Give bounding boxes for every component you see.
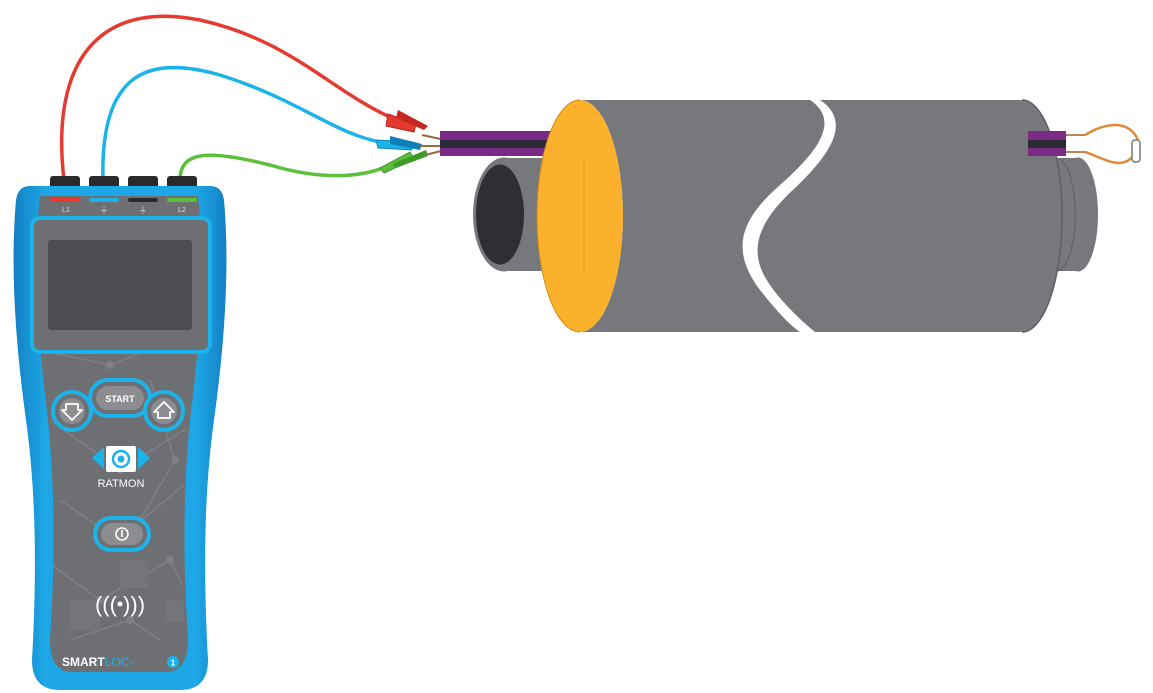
lead-clips: [375, 110, 446, 174]
pre-insulated-pipe: [440, 99, 1141, 333]
port-l1-label: L1: [62, 207, 70, 214]
model-light: LOC: [105, 655, 130, 669]
model-name: SMARTLOC- 1: [62, 655, 179, 669]
port-labels: L1 L2 ⏚ ⏚: [50, 198, 197, 215]
port-2-symbol: ⏚: [100, 206, 108, 215]
up-arrow-icon: [153, 401, 175, 419]
brand-name: RATMON: [98, 478, 145, 490]
steel-pipe-opening: [476, 164, 524, 265]
port-3-symbol: ⏚: [139, 206, 147, 215]
ratmon-logo: RATMON: [92, 446, 150, 490]
sensor-wire-top-left: [440, 131, 600, 140]
port-3-marker: [128, 198, 158, 202]
port-l2-marker: [167, 198, 197, 202]
svg-text:SMARTLOC-: SMARTLOC-: [62, 655, 133, 669]
green-clip-tip: [392, 150, 428, 168]
model-bold: SMART: [62, 655, 105, 669]
power-button[interactable]: [93, 516, 151, 552]
outer-casing-left: [580, 100, 825, 332]
button-cluster: START: [51, 378, 185, 432]
outer-casing-right: [757, 100, 1062, 332]
down-arrow-icon: [61, 403, 83, 421]
blue-clip-tip: [390, 136, 422, 150]
down-button[interactable]: [51, 390, 93, 432]
red-test-lead: [59, 14, 393, 181]
test-leads: [59, 14, 393, 181]
wire-loop: [1084, 123, 1140, 165]
blue-test-lead: [101, 65, 386, 181]
red-clip-tip: [396, 110, 428, 130]
start-button[interactable]: START: [96, 386, 144, 410]
port-l1-marker: [50, 198, 80, 202]
port-l2-label: L2: [178, 207, 186, 214]
model-suffix: 1: [171, 659, 176, 668]
display-screen[interactable]: [48, 240, 192, 330]
up-button[interactable]: [143, 390, 185, 432]
sensor-wire-bottom-right: [1028, 148, 1066, 156]
sensor-wire-top-right: [1028, 131, 1066, 140]
power-icon: [115, 527, 129, 541]
loop-connector: [1131, 139, 1141, 163]
smartloc-device: L1 L2 ⏚ ⏚ START: [13, 176, 227, 690]
sensor-wire-bottom-left: [440, 148, 600, 156]
svg-text:START: START: [105, 394, 135, 404]
green-test-lead: [178, 153, 389, 181]
steel-pipe-right-end: [1058, 157, 1098, 272]
port-2-marker: [89, 198, 119, 202]
